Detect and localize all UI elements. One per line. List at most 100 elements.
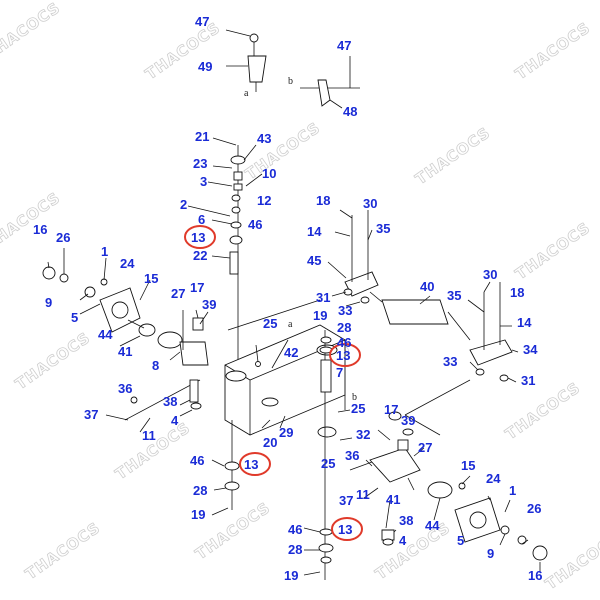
highlight-circle bbox=[331, 517, 363, 541]
callout-label: 48 bbox=[343, 104, 357, 119]
nut-part bbox=[343, 288, 353, 296]
callout-label: 16 bbox=[33, 222, 47, 237]
leader-line bbox=[212, 137, 237, 146]
leader-line bbox=[211, 507, 229, 516]
link-line bbox=[404, 379, 471, 436]
callout-label: 40 bbox=[420, 279, 434, 294]
nut-part bbox=[130, 396, 138, 404]
collar-part bbox=[233, 183, 243, 191]
callout-label: 1 bbox=[101, 244, 108, 259]
callout-label: 19 bbox=[284, 568, 298, 583]
leader-line bbox=[243, 144, 257, 161]
callout-label: 9 bbox=[45, 295, 52, 310]
leader-line bbox=[211, 219, 233, 225]
washer-part bbox=[231, 206, 241, 214]
rod-part bbox=[483, 292, 501, 350]
bushing-part bbox=[388, 411, 402, 421]
callout-label: 45 bbox=[307, 253, 321, 268]
highlight-circle bbox=[184, 225, 216, 249]
leader-line bbox=[207, 181, 233, 187]
callout-label: 47 bbox=[195, 14, 209, 29]
callout-labels: 47 49 47 48 21 43 23 3 10 12 2 6 46 13 2… bbox=[33, 14, 542, 583]
callout-label: 43 bbox=[257, 131, 271, 146]
leader-line bbox=[303, 571, 321, 576]
callout-label: 13 bbox=[338, 522, 352, 537]
callout-label: 22 bbox=[193, 248, 207, 263]
pin-part bbox=[320, 359, 332, 393]
leader-line bbox=[47, 248, 145, 347]
tie-rod-part bbox=[124, 379, 201, 421]
bushing-part bbox=[224, 461, 240, 471]
leader-line bbox=[211, 255, 231, 259]
watermark: THACOCS bbox=[0, 0, 64, 63]
watermark: THACOCS bbox=[22, 518, 104, 583]
washer-part bbox=[320, 556, 332, 564]
lever-part bbox=[469, 339, 513, 366]
washer-part bbox=[231, 194, 241, 202]
callout-label: 25 bbox=[263, 316, 277, 331]
callout-label: 30 bbox=[363, 196, 377, 211]
leader-line bbox=[211, 459, 225, 467]
leader-line bbox=[169, 351, 181, 361]
washer-part bbox=[230, 155, 246, 165]
hub-bore bbox=[469, 511, 487, 529]
washer-part bbox=[224, 481, 240, 491]
nut-part bbox=[499, 374, 509, 382]
left-lower-stack bbox=[211, 420, 240, 516]
leader-line bbox=[105, 399, 193, 433]
pin-part bbox=[189, 379, 199, 403]
callout-label: 34 bbox=[523, 342, 538, 357]
boss-part bbox=[261, 397, 279, 407]
callout-label: 23 bbox=[193, 156, 207, 171]
cylinder-part bbox=[381, 299, 449, 325]
callout-label: 38 bbox=[399, 513, 413, 528]
callout-label: 37 bbox=[339, 493, 353, 508]
callout-label: 3 bbox=[200, 174, 207, 189]
callout-label: 8 bbox=[152, 358, 159, 373]
callout-label: 18 bbox=[316, 193, 330, 208]
callout-label: 24 bbox=[120, 256, 135, 271]
callout-label: 46 bbox=[288, 522, 302, 537]
callout-label: 28 bbox=[337, 320, 351, 335]
callout-label: 26 bbox=[56, 230, 70, 245]
leader-line bbox=[349, 461, 373, 471]
callout-label: 39 bbox=[202, 297, 216, 312]
nut-part bbox=[360, 296, 370, 304]
bolt-part bbox=[255, 361, 261, 367]
callout-label: 21 bbox=[195, 129, 209, 144]
rod-part bbox=[351, 215, 369, 282]
watermark: THACOCS bbox=[542, 528, 600, 593]
hub-bore bbox=[111, 301, 129, 319]
bushing-part bbox=[319, 528, 333, 536]
callout-label: 30 bbox=[483, 267, 497, 282]
leader-line bbox=[195, 309, 209, 325]
callout-label: 29 bbox=[279, 425, 293, 440]
washer-part bbox=[318, 543, 334, 553]
left-hub-assembly bbox=[42, 248, 209, 433]
callout-label: 11 bbox=[356, 487, 370, 502]
callout-label: 26 bbox=[527, 501, 541, 516]
boss-part bbox=[317, 426, 337, 438]
collar-part bbox=[397, 439, 409, 451]
watermark: THACOCS bbox=[372, 518, 454, 583]
callout-label: 15 bbox=[461, 458, 475, 473]
watermark: THACOCS bbox=[512, 218, 594, 283]
callout-label: 28 bbox=[193, 483, 207, 498]
callout-label: 5 bbox=[71, 310, 78, 325]
leader-line bbox=[187, 205, 231, 217]
highlight-circle bbox=[239, 452, 271, 476]
leader-line bbox=[363, 487, 379, 499]
callout-label: 5 bbox=[457, 533, 464, 548]
callout-label: 44 bbox=[425, 518, 440, 533]
callout-label: 47 bbox=[337, 38, 351, 53]
callout-label: 41 bbox=[386, 492, 400, 507]
callout-label: 6 bbox=[198, 212, 205, 227]
bearing-part bbox=[500, 525, 510, 535]
callout-label: 25 bbox=[351, 401, 365, 416]
collar-part bbox=[233, 171, 243, 181]
callout-label: 24 bbox=[486, 471, 501, 486]
bushing-part bbox=[229, 235, 243, 245]
callout-label: 41 bbox=[118, 344, 132, 359]
seal-part bbox=[517, 535, 527, 545]
washer-part bbox=[402, 428, 414, 436]
